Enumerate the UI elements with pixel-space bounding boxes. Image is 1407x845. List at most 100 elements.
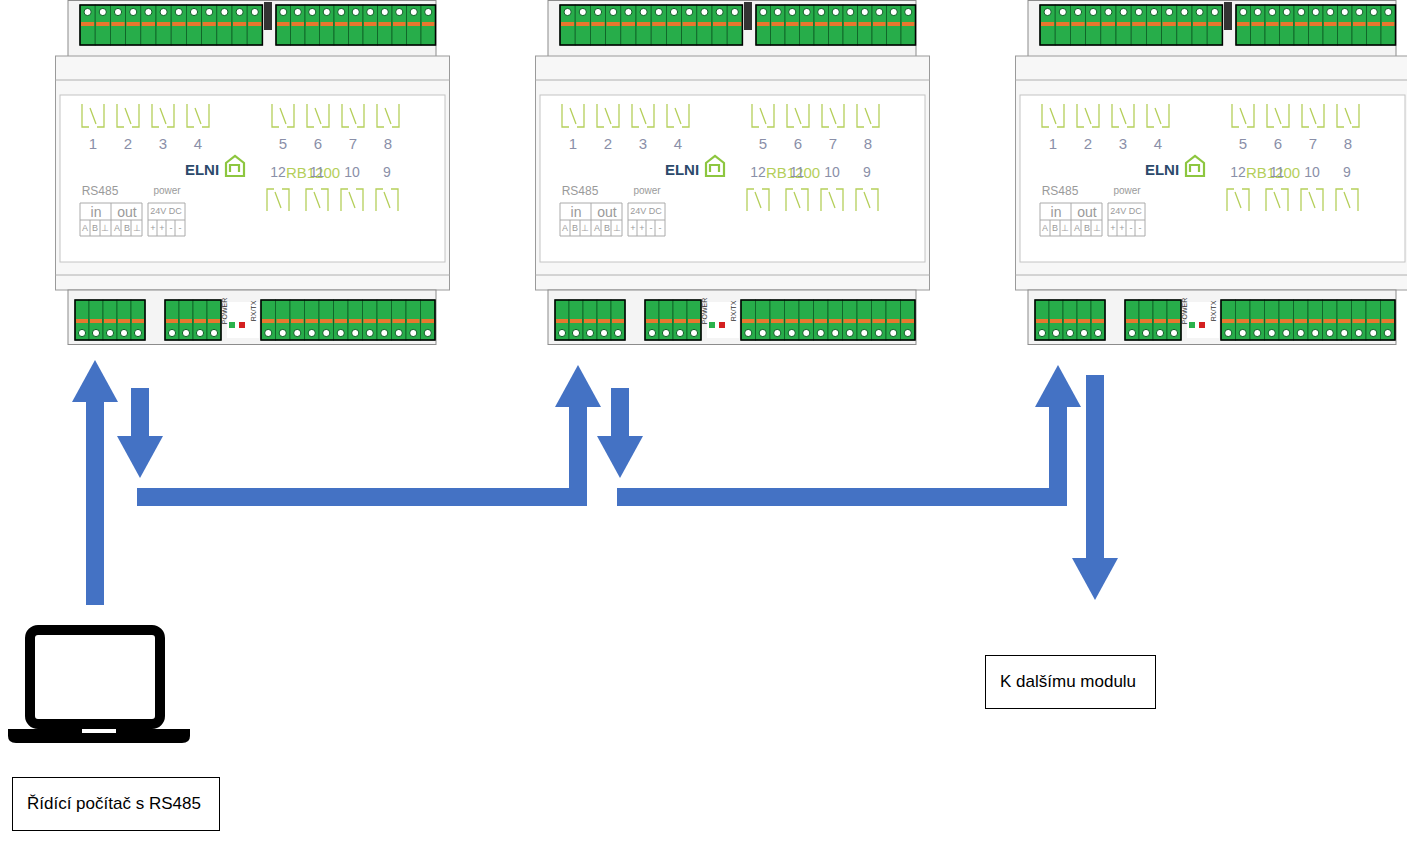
module-label: RX/TX <box>730 301 737 322</box>
signal-arrow <box>117 365 601 497</box>
module-label: 9 <box>863 165 871 179</box>
signal-arrow <box>72 360 118 605</box>
module-label: RX/TX <box>250 301 257 322</box>
module-label: 11 <box>1270 165 1285 179</box>
module-label: A <box>1042 224 1048 233</box>
module-label: ⊥ <box>133 224 141 233</box>
module-label: - <box>1139 224 1142 233</box>
module-label: + <box>630 224 635 233</box>
module-label: A <box>1074 224 1080 233</box>
module-label: POWER <box>221 298 228 324</box>
module-label: B <box>124 224 130 233</box>
module-label: 5 <box>279 136 287 151</box>
module-label: + <box>150 224 155 233</box>
module-label: RS485 <box>562 185 599 197</box>
signal-arrow <box>597 365 1081 497</box>
module-label: 2 <box>124 136 132 151</box>
module-label: power <box>153 186 180 196</box>
module-label: + <box>1119 224 1124 233</box>
module-label: 10 <box>1304 165 1320 179</box>
module-label: A <box>562 224 568 233</box>
arrow-shaft <box>617 406 1058 497</box>
module-label: POWER <box>701 298 708 324</box>
module-label: ELNI <box>1145 162 1179 177</box>
module-label: 2 <box>1084 136 1092 151</box>
module-label: 8 <box>1344 136 1352 151</box>
box-text: K dalšímu modulu <box>1000 672 1136 691</box>
module-label: - <box>170 224 173 233</box>
module-label: A <box>114 224 120 233</box>
module-label: 24V DC <box>1110 207 1142 216</box>
module-label: - <box>1130 224 1133 233</box>
arrow-head <box>555 365 601 407</box>
module-label: 4 <box>1154 136 1162 151</box>
module-label: power <box>633 186 660 196</box>
module-label: ⊥ <box>101 224 109 233</box>
arrow-head <box>1035 365 1081 407</box>
module-label: 7 <box>349 136 357 151</box>
module-label: ELNI <box>665 162 699 177</box>
module-label: - <box>179 224 182 233</box>
module-label: POWER <box>1181 298 1188 324</box>
module-label: 4 <box>194 136 202 151</box>
module-label: + <box>159 224 164 233</box>
arrow-head <box>72 360 118 402</box>
module-label: A <box>594 224 600 233</box>
module-label: 11 <box>310 165 325 179</box>
arrow-shaft <box>131 388 149 437</box>
module-label: in <box>91 205 102 219</box>
box-text: Řídící počítač s RS485 <box>27 794 201 813</box>
relay-module: 12345678ELNIRB1200RS485powerinoutAB⊥AB⊥2… <box>1015 0 1407 345</box>
module-label: 7 <box>1309 136 1317 151</box>
module-label: B <box>1052 224 1058 233</box>
module-label: 6 <box>314 136 322 151</box>
module-label: 5 <box>759 136 767 151</box>
module-label: B <box>92 224 98 233</box>
module-label: RS485 <box>82 185 119 197</box>
module-label: RS485 <box>1042 185 1079 197</box>
relay-module: 12345678ELNIRB1200RS485powerinoutAB⊥AB⊥2… <box>535 0 930 345</box>
module-label: 12 <box>1230 165 1246 179</box>
module-label: 6 <box>794 136 802 151</box>
module-label: 1 <box>569 136 577 151</box>
label-box: K dalšímu modulu <box>985 655 1156 709</box>
module-label: power <box>1113 186 1140 196</box>
module-label: out <box>597 205 616 219</box>
module-label: + <box>639 224 644 233</box>
module-label: 3 <box>1119 136 1127 151</box>
module-label: B <box>572 224 578 233</box>
module-label: 5 <box>1239 136 1247 151</box>
module-label: 24V DC <box>630 207 662 216</box>
module-label: 9 <box>1343 165 1351 179</box>
module-label: A <box>82 224 88 233</box>
module-label: 10 <box>344 165 360 179</box>
module-label: 24V DC <box>150 207 182 216</box>
module-label: 9 <box>383 165 391 179</box>
module-label: 8 <box>384 136 392 151</box>
arrow-shaft <box>86 401 104 605</box>
module-label: 1 <box>89 136 97 151</box>
module-label: ⊥ <box>1093 224 1101 233</box>
module-label: out <box>1077 205 1096 219</box>
module-label: in <box>1051 205 1062 219</box>
module-label: B <box>604 224 610 233</box>
module-label: 1 <box>1049 136 1057 151</box>
module-label: RX/TX <box>1210 301 1217 322</box>
module-label: in <box>571 205 582 219</box>
relay-module: 12345678ELNIRB1200RS485powerinoutAB⊥AB⊥2… <box>55 0 450 345</box>
module-label: + <box>1110 224 1115 233</box>
arrow-shaft <box>1086 375 1104 559</box>
module-label: - <box>650 224 653 233</box>
module-label: 4 <box>674 136 682 151</box>
module-label: 12 <box>270 165 286 179</box>
arrow-head <box>597 436 643 478</box>
module-label: 8 <box>864 136 872 151</box>
module-label: 10 <box>824 165 840 179</box>
label-box: Řídící počítač s RS485 <box>12 777 220 831</box>
module-label: - <box>659 224 662 233</box>
module-label: ⊥ <box>613 224 621 233</box>
arrow-shaft <box>137 406 578 497</box>
module-label: ⊥ <box>1061 224 1069 233</box>
module-label: 11 <box>790 165 805 179</box>
arrow-head <box>1072 558 1118 600</box>
